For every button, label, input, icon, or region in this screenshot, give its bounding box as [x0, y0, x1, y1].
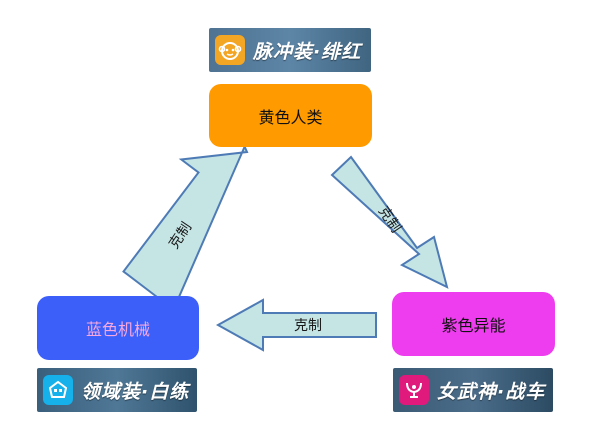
- node-purple-psychic: 紫色异能: [392, 292, 555, 356]
- banner-top-label: 脉冲装·绯红: [253, 40, 362, 63]
- arrow-label-bottom: 克制: [294, 318, 322, 334]
- banner-left: 领域装·白练: [37, 368, 197, 412]
- horned-trophy-icon: [399, 375, 429, 405]
- robot-head-icon: [43, 375, 73, 405]
- monkey-face-icon: [215, 35, 245, 65]
- banner-right-label: 女武神·战车: [437, 380, 546, 403]
- banner-right: 女武神·战车: [393, 368, 553, 412]
- arrow-blue-to-orange: [122, 117, 252, 312]
- arrow-purple-to-blue: [215, 298, 377, 352]
- node-yellow-human: 黄色人类: [209, 84, 372, 147]
- arrow-orange-to-purple: [330, 155, 449, 289]
- banner-top: 脉冲装·绯红: [209, 28, 371, 72]
- banner-left-label: 领域装·白练: [81, 380, 190, 403]
- node-blue-mech: 蓝色机械: [37, 296, 199, 360]
